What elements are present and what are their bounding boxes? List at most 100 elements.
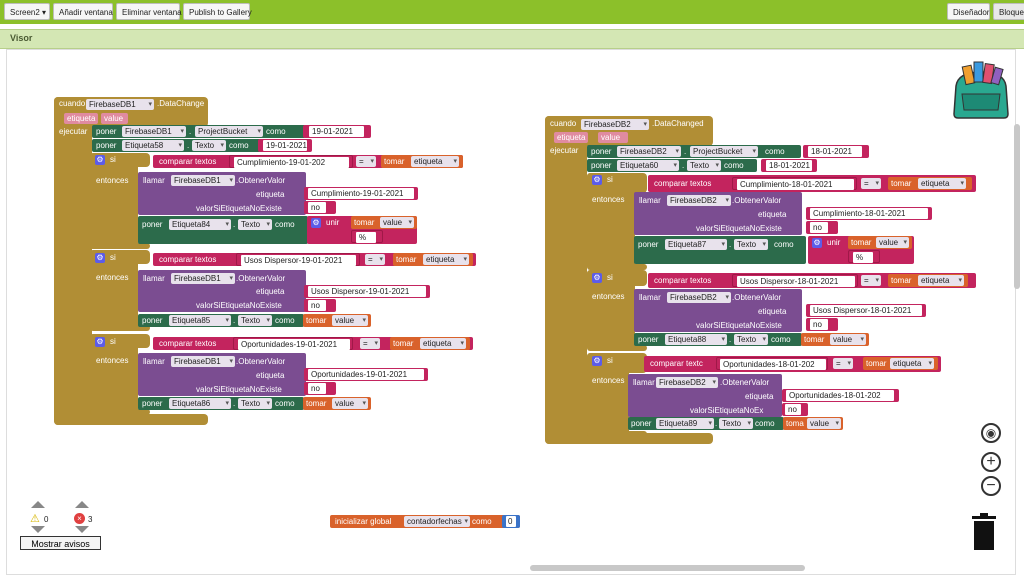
text-block[interactable]: 18-01-2021 — [761, 159, 817, 172]
call-block[interactable]: llamar FirebaseDB2 .ObtenerValor etiquet… — [634, 289, 802, 332]
text-block[interactable]: no — [806, 318, 838, 331]
component-dropdown[interactable]: FirebaseDB1 — [86, 99, 154, 110]
text-value[interactable]: 19-01-2021 — [309, 126, 364, 137]
zoom-in-icon[interactable]: + — [981, 452, 1001, 472]
variable-dropdown[interactable]: value — [876, 237, 909, 248]
param-value[interactable]: value — [598, 132, 628, 143]
label-dropdown[interactable]: Etiqueta58 — [122, 140, 184, 151]
gear-icon[interactable]: ⚙ — [812, 238, 822, 248]
text-value[interactable]: Cumplimiento-19-01-202 — [234, 157, 349, 168]
property-dropdown[interactable]: Texto — [192, 140, 226, 151]
error-prev-arrow[interactable] — [75, 501, 89, 508]
component-dropdown[interactable]: FirebaseDB1 — [122, 126, 186, 137]
variable-dropdown[interactable]: value — [332, 315, 368, 326]
vertical-scrollbar[interactable] — [1014, 124, 1020, 289]
variable-dropdown[interactable]: etiqueta — [918, 178, 966, 189]
text-value[interactable]: Oportunidades-18-01-202 — [786, 390, 894, 401]
compare-block[interactable]: comparar textc Oportunidades-18-01-202 =… — [644, 356, 941, 372]
text-block[interactable]: Usos Dispersor-18-01-2021 — [806, 304, 926, 317]
gear-icon[interactable]: ⚙ — [592, 273, 602, 283]
component-dropdown[interactable]: FirebaseDB2 — [656, 377, 718, 388]
operator-dropdown[interactable]: = — [356, 156, 376, 167]
label-dropdown[interactable]: Etiqueta86 — [169, 398, 231, 409]
warning-next-arrow[interactable] — [31, 526, 45, 533]
component-dropdown[interactable]: FirebaseDB1 — [171, 273, 235, 284]
number-value[interactable]: 0 — [506, 516, 516, 527]
property-dropdown[interactable]: Texto — [687, 160, 721, 171]
param-value[interactable]: value — [101, 113, 128, 124]
compare-block[interactable]: comparar textos Usos Dispersor-18-01-202… — [648, 273, 976, 288]
property-dropdown[interactable]: Texto — [734, 334, 768, 345]
call-block[interactable]: llamar FirebaseDB2 .ObtenerValor etiquet… — [628, 374, 782, 417]
label-dropdown[interactable]: Etiqueta84 — [169, 219, 231, 230]
join-block[interactable]: ⚙ unir tomar value % — [808, 236, 914, 264]
text-value[interactable]: no — [810, 319, 828, 330]
text-block[interactable]: Oportunidades-19-01-2021 — [304, 368, 428, 381]
text-value[interactable]: Cumplimiento-19-01-2021 — [308, 188, 414, 199]
text-value[interactable]: % — [853, 252, 873, 263]
gear-icon[interactable]: ⚙ — [95, 337, 105, 347]
variable-dropdown[interactable]: value — [380, 217, 414, 228]
label-dropdown[interactable]: Etiqueta89 — [656, 418, 714, 429]
set-block[interactable]: poner Etiqueta85 . Texto como — [138, 314, 304, 327]
publish-gallery-button[interactable]: Publish to Gallery — [183, 3, 252, 20]
call-block[interactable]: llamar FirebaseDB1 .ObtenerValor etiquet… — [138, 172, 306, 215]
text-value[interactable]: no — [308, 202, 326, 213]
text-block[interactable]: 19-01-2021 — [303, 125, 371, 138]
text-block[interactable]: Oportunidades-18-01-202 — [782, 389, 899, 402]
screen-selector[interactable]: Screen2 ▾ — [4, 3, 50, 20]
designer-button[interactable]: Diseñador — [947, 3, 990, 20]
backpack-icon[interactable] — [950, 60, 1012, 120]
label-dropdown[interactable]: Etiqueta87 — [665, 239, 727, 250]
variable-dropdown[interactable]: etiqueta — [918, 275, 964, 286]
text-value[interactable]: Usos Dispersor-18-01-2021 — [810, 305, 922, 316]
text-block[interactable]: Cumplimiento-18-01-2021 — [806, 207, 932, 220]
text-value[interactable]: no — [308, 383, 326, 394]
text-block[interactable]: no — [304, 382, 336, 395]
compare-block[interactable]: comparar textos Oportunidades-19-01-2021… — [153, 337, 473, 350]
text-block[interactable]: no — [304, 201, 336, 214]
component-dropdown[interactable]: FirebaseDB2 — [617, 146, 681, 157]
text-value[interactable]: Cumplimiento-18-01-2021 — [737, 179, 854, 190]
property-dropdown[interactable]: Texto — [238, 398, 272, 409]
gear-icon[interactable]: ⚙ — [95, 253, 105, 263]
get-block[interactable]: toma value — [783, 417, 843, 430]
text-block[interactable]: no — [782, 403, 808, 416]
text-value[interactable]: no — [810, 222, 828, 233]
text-value[interactable]: Cumplimiento-18-01-2021 — [810, 208, 928, 219]
component-dropdown[interactable]: FirebaseDB2 — [581, 119, 649, 130]
text-block[interactable]: no — [806, 221, 838, 234]
add-window-button[interactable]: Añadir ventana — [53, 3, 113, 20]
variable-dropdown[interactable]: etiqueta — [890, 358, 934, 369]
text-value[interactable]: 18-01-2021 — [766, 160, 812, 171]
set-block[interactable]: poner Etiqueta60 . Texto como — [587, 159, 757, 172]
property-dropdown[interactable]: Texto — [238, 219, 272, 230]
error-next-arrow[interactable] — [75, 526, 89, 533]
text-block[interactable]: 18-01-2021 — [803, 145, 869, 158]
call-block[interactable]: llamar FirebaseDB2 .ObtenerValor etiquet… — [634, 192, 802, 235]
component-dropdown[interactable]: FirebaseDB1 — [171, 175, 235, 186]
remove-window-button[interactable]: Eliminar ventana — [116, 3, 182, 20]
text-block[interactable]: Usos Dispersor-19-01-2021 — [304, 285, 430, 298]
operator-dropdown[interactable]: = — [365, 254, 385, 265]
text-value[interactable]: no — [785, 404, 801, 415]
call-block[interactable]: llamar FirebaseDB1 .ObtenerValor etiquet… — [138, 353, 306, 396]
text-value[interactable]: 19-01-2021 — [263, 140, 307, 151]
center-target-icon[interactable]: ◉ — [981, 423, 1001, 443]
text-block[interactable]: Cumplimiento-19-01-2021 — [304, 187, 418, 200]
operator-dropdown[interactable]: = — [360, 338, 380, 349]
variable-dropdown[interactable]: value — [830, 334, 866, 345]
param-tag[interactable]: etiqueta — [64, 113, 98, 124]
text-value[interactable]: Usos Dispersor-18-01-2021 — [737, 276, 855, 287]
set-block[interactable]: poner Etiqueta87 . Texto como — [634, 236, 806, 264]
compare-block[interactable]: comparar textos Usos Dispersor-19-01-202… — [153, 253, 476, 266]
text-value[interactable]: Oportunidades-19-01-2021 — [238, 339, 350, 350]
text-value[interactable]: 18-01-2021 — [808, 146, 862, 157]
zoom-out-icon[interactable]: − — [981, 476, 1001, 496]
text-block[interactable]: 19-01-2021 — [258, 139, 312, 152]
gear-icon[interactable]: ⚙ — [95, 155, 105, 165]
set-block[interactable]: poner Etiqueta89 . Texto como — [628, 417, 784, 430]
component-dropdown[interactable]: FirebaseDB1 — [171, 356, 235, 367]
text-value[interactable]: Oportunidades-19-01-2021 — [308, 369, 424, 380]
gear-icon[interactable]: ⚙ — [592, 175, 602, 185]
